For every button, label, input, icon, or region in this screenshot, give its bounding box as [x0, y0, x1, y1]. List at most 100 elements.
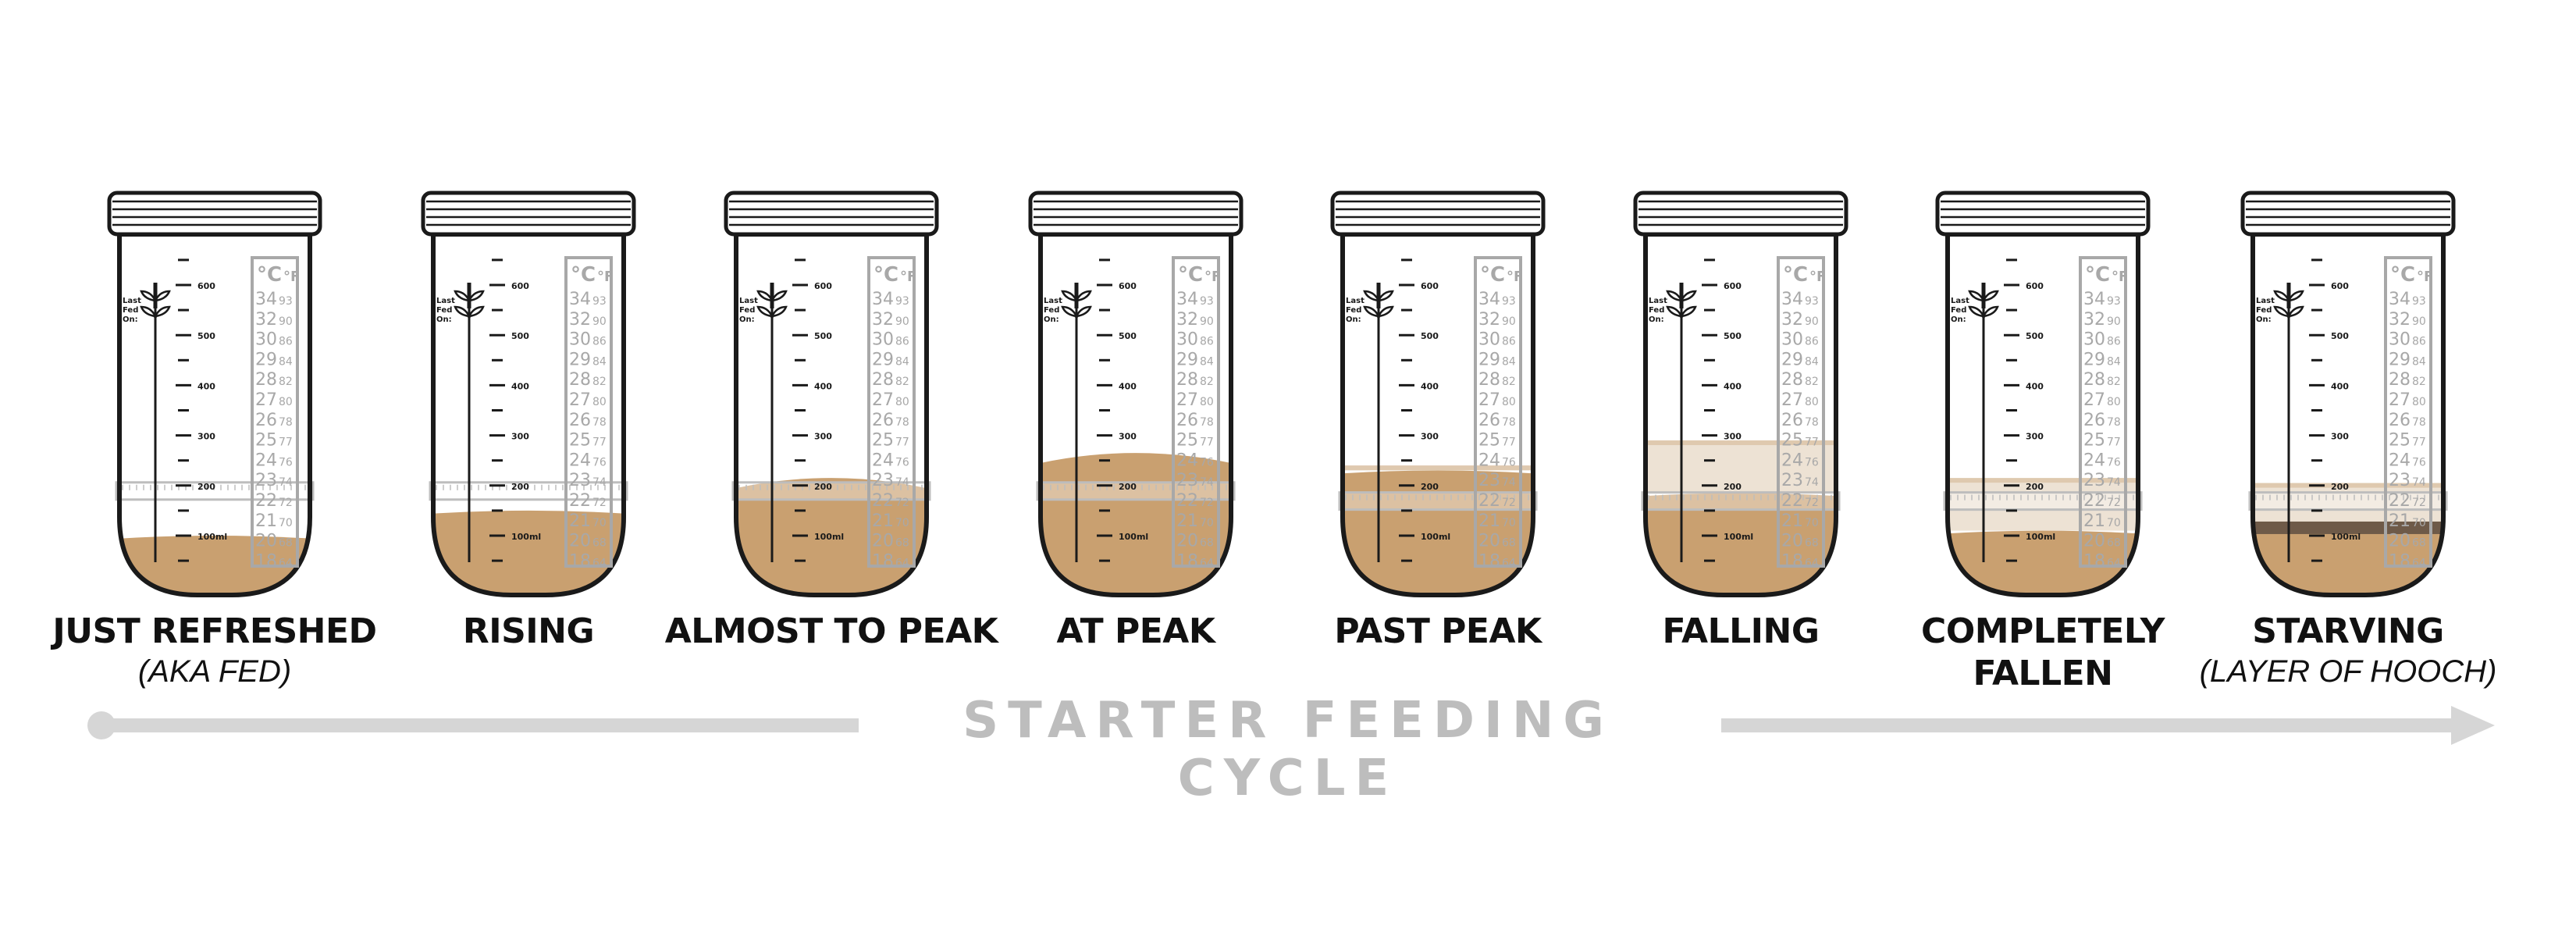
temp-f: 64: [2412, 557, 2426, 569]
tag-text: On:: [123, 315, 138, 324]
temp-c: 24: [255, 451, 277, 470]
temp-f: 93: [895, 295, 909, 308]
lid: [1633, 191, 1848, 237]
temp-f: 90: [1502, 315, 1516, 328]
ml-label: 600: [1724, 281, 1742, 291]
temp-c: 22: [1478, 491, 1500, 511]
jar-outline: [431, 232, 626, 597]
fahrenheit-unit: °F: [2417, 269, 2433, 285]
temp-f: 84: [1200, 355, 1214, 368]
leaf-icon: [153, 305, 171, 318]
stage-label-text: JUST REFRESHED: [52, 611, 377, 651]
temp-c: 26: [255, 411, 277, 430]
celsius-unit: °C: [1178, 263, 1203, 287]
stage-label: FALLING: [1569, 611, 1912, 653]
temp-c: 34: [2083, 290, 2105, 309]
rubber-band: [429, 481, 628, 501]
temp-f: 84: [2107, 355, 2121, 368]
temp-f: 74: [592, 476, 607, 489]
ml-label: 500: [1119, 331, 1137, 341]
ml-label: 100ml: [511, 532, 541, 542]
temp-f: 80: [592, 396, 607, 408]
temp-f: 82: [895, 376, 909, 388]
ml-label: 600: [2026, 281, 2044, 291]
temp-f: 80: [1200, 396, 1214, 408]
tag-text: Fed: [739, 306, 755, 315]
jar-outline: [1038, 232, 1233, 597]
temp-c: 21: [1781, 511, 1803, 531]
temp-c: 20: [872, 532, 894, 551]
temp-f: 80: [2412, 396, 2426, 408]
leaf-icon: [1074, 305, 1092, 318]
fahrenheit-unit: °F: [1809, 269, 1826, 285]
temp-f: 90: [2107, 315, 2121, 328]
temp-f: 84: [2412, 355, 2426, 368]
temp-c: 27: [2083, 390, 2105, 410]
temp-c: 34: [255, 290, 277, 309]
temp-f: 82: [2107, 376, 2121, 388]
ml-label: 400: [197, 381, 215, 391]
temp-c: 30: [569, 330, 591, 350]
temp-f: 74: [2412, 476, 2426, 489]
temp-c: 20: [1478, 532, 1500, 551]
temp-f: 77: [895, 436, 909, 449]
temp-f: 93: [592, 295, 607, 308]
leaf-icon: [756, 290, 774, 302]
stage-label: JUST REFRESHED(AKA FED): [43, 611, 386, 690]
temp-c: 34: [2389, 290, 2411, 309]
residue-edge: [1343, 465, 1533, 471]
temp-c: 21: [2389, 511, 2411, 531]
ml-label: 300: [1119, 432, 1137, 442]
ml-label: 100ml: [197, 532, 227, 542]
thermometer-strip: [2384, 256, 2432, 568]
celsius-unit: °C: [571, 263, 596, 287]
temp-c: 21: [1478, 511, 1500, 531]
temp-c: 20: [569, 532, 591, 551]
temp-f: 72: [2107, 497, 2121, 509]
tag-text: On:: [739, 315, 755, 324]
hooch-layer: [2253, 521, 2443, 534]
temp-c: 25: [1176, 431, 1198, 451]
temp-f: 70: [1200, 517, 1214, 529]
temp-f: 76: [2412, 456, 2426, 468]
temp-f: 90: [279, 315, 293, 328]
ml-label: 500: [814, 331, 832, 341]
temp-c: 18: [569, 551, 591, 571]
temp-c: 26: [1478, 411, 1500, 430]
ml-label: 500: [1724, 331, 1742, 341]
temp-c: 32: [2389, 310, 2411, 330]
rubber-band: [731, 481, 931, 501]
tag-text: On:: [1346, 315, 1361, 324]
tag-text: On:: [1649, 315, 1664, 324]
temp-f: 86: [1502, 336, 1516, 348]
lid: [1330, 191, 1546, 237]
residue-layer: [2253, 483, 2443, 523]
ml-label: 500: [511, 331, 529, 341]
ml-label: 300: [511, 432, 529, 442]
jar-outline: [2250, 232, 2446, 597]
starter-fill: [2253, 522, 2443, 595]
rubber-band: [1036, 481, 1236, 501]
temp-c: 29: [872, 350, 894, 369]
stage-label-text: AT PEAK: [1056, 611, 1215, 651]
cycle-title: STARTER FEEDING CYCLE: [962, 692, 1614, 807]
temp-f: 78: [2412, 416, 2426, 429]
ml-label: 200: [814, 482, 832, 492]
residue-layer: [1948, 478, 2138, 531]
temp-c: 32: [569, 310, 591, 330]
temp-f: 76: [592, 456, 607, 468]
stage-label: PAST PEAK: [1266, 611, 1610, 653]
temp-c: 27: [872, 390, 894, 410]
temp-f: 64: [279, 557, 293, 569]
ml-label: 300: [1421, 432, 1439, 442]
temp-f: 72: [592, 497, 607, 509]
leaf-icon: [1981, 305, 1999, 318]
leaf-icon: [1679, 290, 1697, 302]
stage-sublabel: (LAYER OF HOOCH): [2199, 654, 2497, 689]
tag-text: Last: [1649, 297, 1667, 305]
temp-f: 90: [592, 315, 607, 328]
temp-c: 28: [569, 370, 591, 390]
